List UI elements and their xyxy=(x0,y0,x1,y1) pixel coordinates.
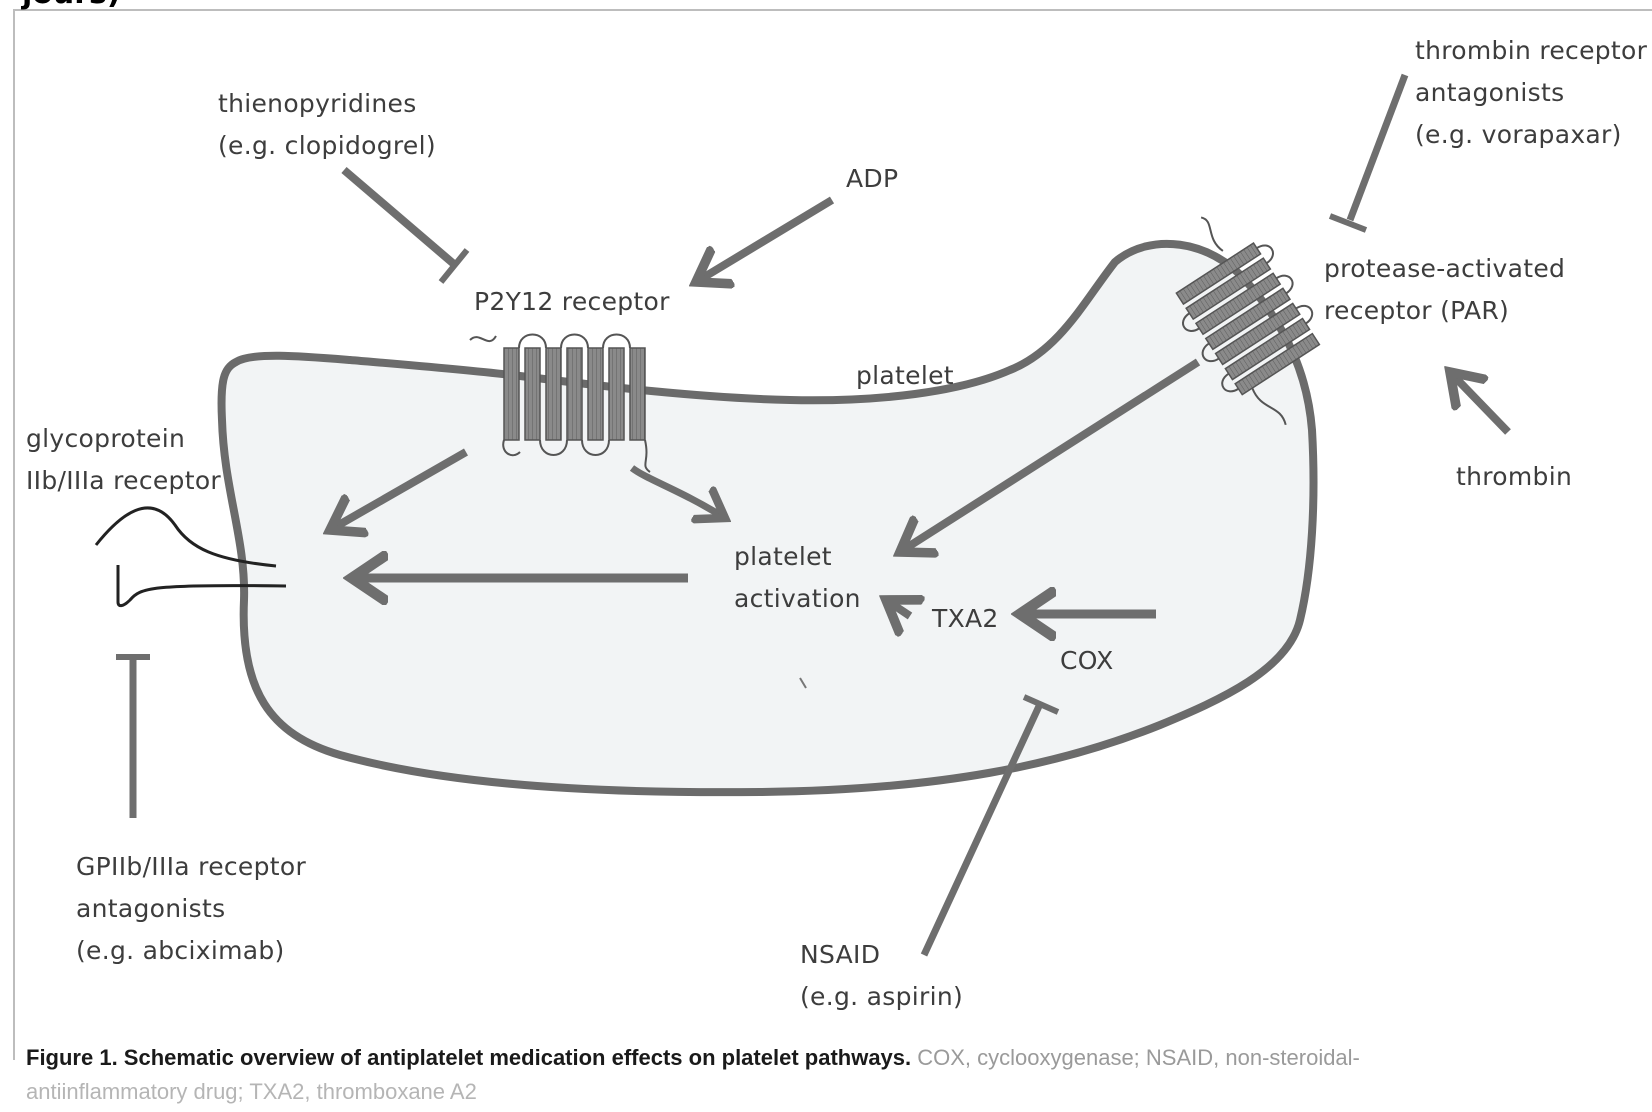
label-nsaid: NSAID (e.g. aspirin) xyxy=(800,934,963,1018)
label-platelet-activation: platelet activation xyxy=(734,536,861,620)
top-text-fragment: jours) xyxy=(22,0,121,11)
label-thrombin: thrombin xyxy=(1456,456,1572,498)
platelet-cell xyxy=(222,244,1314,792)
caption-title: Figure 1. Schematic overview of antiplat… xyxy=(26,1045,911,1070)
label-par: protease-activated receptor (PAR) xyxy=(1324,248,1565,332)
label-adp: ADP xyxy=(846,158,898,200)
label-p2y12-receptor: P2Y12 receptor xyxy=(474,281,670,323)
label-thrombin-receptor-antagonists: thrombin receptor antagonists (e.g. vora… xyxy=(1415,30,1647,156)
label-txa2: TXA2 xyxy=(932,598,999,640)
label-cox: COX xyxy=(1060,640,1114,682)
gp-antagonist-inhibition xyxy=(116,657,150,818)
label-thienopyridines: thienopyridines (e.g. clopidogrel) xyxy=(218,83,436,167)
label-gp-antagonists: GPIIb/IIIa receptor antagonists (e.g. ab… xyxy=(76,846,306,972)
figure-caption: Figure 1. Schematic overview of antiplat… xyxy=(26,1038,1626,1112)
caption-line-2: antiinflammatory drug; TXA2, thromboxane… xyxy=(26,1072,1626,1112)
thrombin-antagonist-inhibition xyxy=(1330,75,1405,230)
caption-abbreviations: COX, cyclooxygenase; NSAID, non-steroida… xyxy=(911,1045,1360,1070)
thrombin-arrow xyxy=(1450,372,1508,432)
thienopyridines-inhibition xyxy=(344,170,467,282)
adp-arrow xyxy=(696,200,832,282)
label-glycoprotein-receptor: glycoprotein IIb/IIIa receptor xyxy=(26,418,221,502)
label-platelet: platelet xyxy=(856,355,954,397)
